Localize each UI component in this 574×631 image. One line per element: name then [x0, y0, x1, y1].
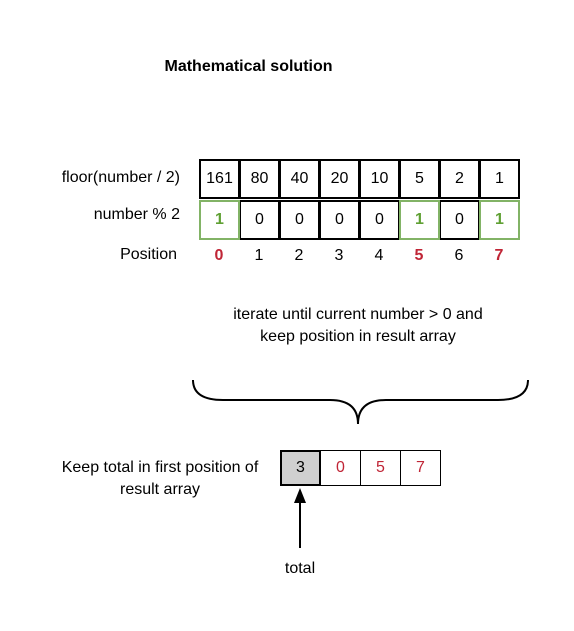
position-value: 5 — [414, 247, 424, 264]
row-label-mod: number % 2 — [93, 206, 180, 223]
total-arrow-head — [294, 488, 306, 503]
result-cell: 7 — [400, 450, 441, 486]
keep-total-label: Keep total in first position of result a… — [61, 459, 259, 498]
mod-cell: 1 — [399, 200, 440, 240]
result-total-cell: 3 — [280, 450, 321, 486]
floor-cell: 1 — [479, 159, 520, 199]
iteration-note: iterate until current number > 0 and kee… — [233, 306, 483, 345]
result-cell: 5 — [360, 450, 401, 486]
mod-cell: 1 — [479, 200, 520, 240]
position-value: 1 — [254, 247, 264, 264]
position-value: 0 — [214, 247, 224, 264]
mod-cell: 1 — [199, 200, 240, 240]
result-cell: 0 — [320, 450, 361, 486]
position-value: 7 — [494, 247, 504, 264]
position-value: 6 — [454, 247, 464, 264]
total-label: total — [284, 560, 316, 577]
row-label-position: Position — [120, 246, 177, 263]
diagram-title: Mathematical solution — [164, 58, 333, 75]
position-value: 3 — [334, 247, 344, 264]
curly-brace — [192, 379, 529, 425]
position-value: 2 — [294, 247, 304, 264]
row-label-floor: floor(number / 2) — [61, 169, 180, 186]
position-value: 4 — [374, 247, 384, 264]
